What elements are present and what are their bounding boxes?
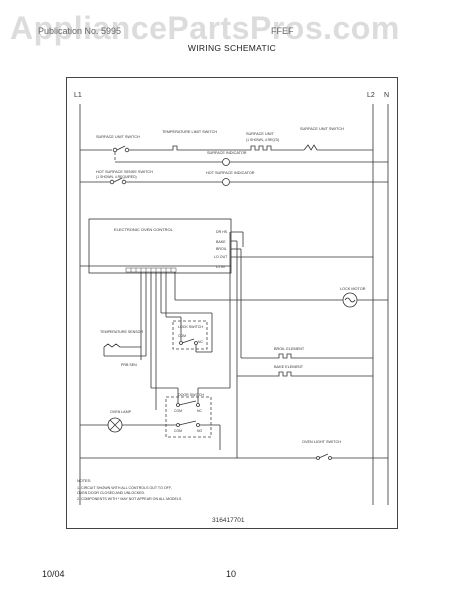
label-lock-switch: LOCK SWITCH [178,325,203,329]
label-surface-unit: SURFACE UNIT [246,132,275,136]
bake-element-symbol [276,371,294,377]
label-eoc: ELECTRONIC OVEN CONTROL [114,227,174,232]
label-hot-surface-switch: HOT SURFACE SENSE SWITCH [96,170,153,174]
page-title: WIRING SCHEMATIC [187,43,277,53]
label-hot-surface-switch-note: (1 SHOWN, 4 REQUIRED) [96,175,137,179]
terminal-l1-in: L1 IN [216,265,225,269]
watermark-logo: AppliancePartsPros.com [10,10,400,46]
label-door-com: COM [174,409,182,413]
label-door-switch: DOOR SWITCH [178,393,204,397]
label-lock-motor: LOCK MOTOR [340,287,366,291]
label-door-com-2: COM [174,429,182,433]
label-door-nc: NC [197,409,202,413]
label-oven-lamp: OVEN LAMP [110,410,132,414]
label-bake-element: BAKE ELEMENT [274,365,304,369]
label-surface-unit-switch: SURFACE UNIT SWITCH [96,135,140,139]
door-switch-box [165,396,212,438]
temp-limit-switch-symbol [170,145,180,151]
notes-title: NOTES: [77,479,91,483]
label-l2: L2 [367,92,375,99]
note-1b: OVEN DOOR CLOSED AND UNLOCKED. [77,491,145,495]
label-hot-surface-indicator: HOT SURFACE INDICATOR [206,171,255,175]
terminal-dr-hs: DR HS [216,230,228,234]
footer-date: 10/04 [42,569,65,579]
footer-page-number: 10 [226,569,237,579]
note-1: 1. CIRCUIT SHOWN WITH ALL CONTROLS OUT T… [77,486,172,490]
label-l1: L1 [74,92,82,99]
label-temp-sensor: TEMPERATURE SENSOR [100,330,143,334]
label-surface-unit-note: (1 SHOWN, 4 REQ'D) [246,138,279,142]
hot-surface-indicator-lamp [222,178,230,186]
surface-unit-switch-right-symbol [303,144,318,151]
label-lock-nc: NC [198,340,203,344]
lock-switch-box [172,320,208,350]
schematic-frame [66,77,398,529]
label-probe: PRB SEN [121,363,137,367]
label-surface-unit-switch-right: SURFACE UNIT SWITCH [300,127,344,131]
terminal-broil: BROIL [216,247,227,251]
note-2: 2. COMPONENTS WITH * MAY NOT APPEAR ON A… [77,497,182,501]
label-n: N [384,92,389,99]
electronic-oven-control-box [88,218,232,274]
label-temp-limit-switch: TEMPERATURE LIMIT SWITCH [162,130,217,134]
surface-switch-contact [112,147,118,153]
label-surface-indicator: SURFACE INDICATOR [207,151,247,155]
label-lock-com: COM [178,334,186,338]
temperature-sensor-symbol [103,343,121,348]
terminal-bake: BAKE [216,240,226,244]
part-number: 316417701 [212,517,245,524]
broil-element-symbol [276,353,294,359]
label-door-no: NO [197,429,202,433]
model-label: FFEF [271,26,294,36]
publication-number: Publication No. 5995 [38,26,122,36]
label-broil-element: BROIL ELEMENT [274,347,305,351]
surface-unit-symbol [248,145,274,151]
label-oven-light-switch: OVEN LIGHT SWITCH [302,440,341,444]
eoc-terminal-strip [125,267,177,273]
surface-indicator-lamp [222,158,230,166]
terminal-lo-out: LO OUT [214,255,228,259]
